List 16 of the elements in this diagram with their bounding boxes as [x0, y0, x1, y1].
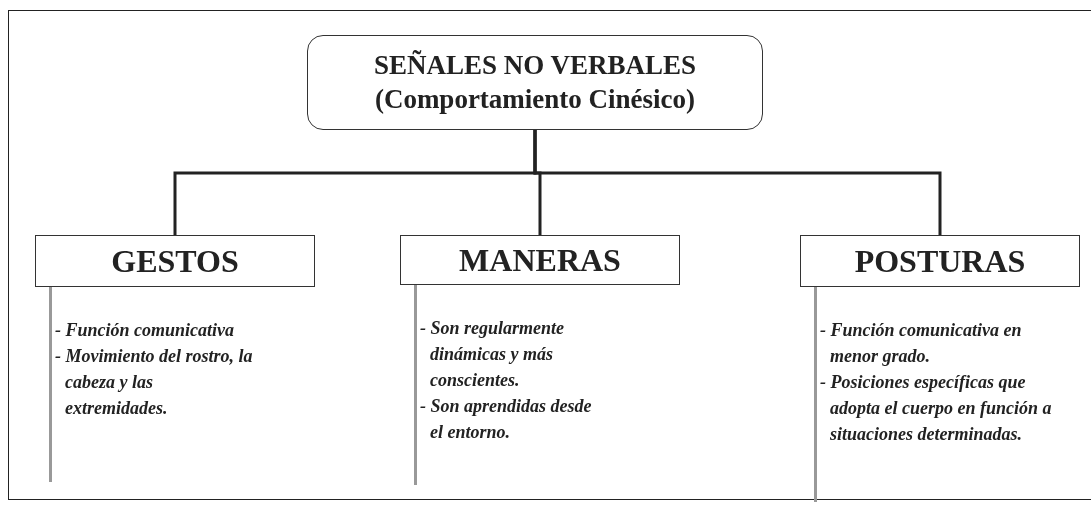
bullet-text: - Movimiento del rostro, la cabeza y las extremidades. — [55, 345, 254, 420]
bullet-text: - Función comunicativa en menor grado. — [820, 319, 1023, 368]
root-box — [307, 35, 763, 130]
bullet-text: - Función comunicativa — [55, 319, 235, 342]
bullet-text: - Son aprendidas desde el entorno. — [420, 395, 593, 444]
connector-line — [533, 130, 942, 235]
bullet-text: - Posiciones específicas que adopta el cuerpo en función a situaciones determinadas. — [820, 371, 1053, 446]
category-box — [35, 235, 315, 287]
subtitle-text: (Comportamiento Cinésico) — [374, 82, 696, 116]
category-box — [400, 235, 680, 285]
title-text: SEÑALES NO VERBALES — [373, 48, 697, 82]
category-title: MANERAS — [459, 241, 621, 280]
category-title: GESTOS — [111, 242, 239, 281]
category-box — [800, 235, 1080, 287]
bullet-text: - Son regularmente dinámicas y más conscientes. — [420, 317, 566, 392]
category-title: POSTURAS — [854, 242, 1026, 281]
